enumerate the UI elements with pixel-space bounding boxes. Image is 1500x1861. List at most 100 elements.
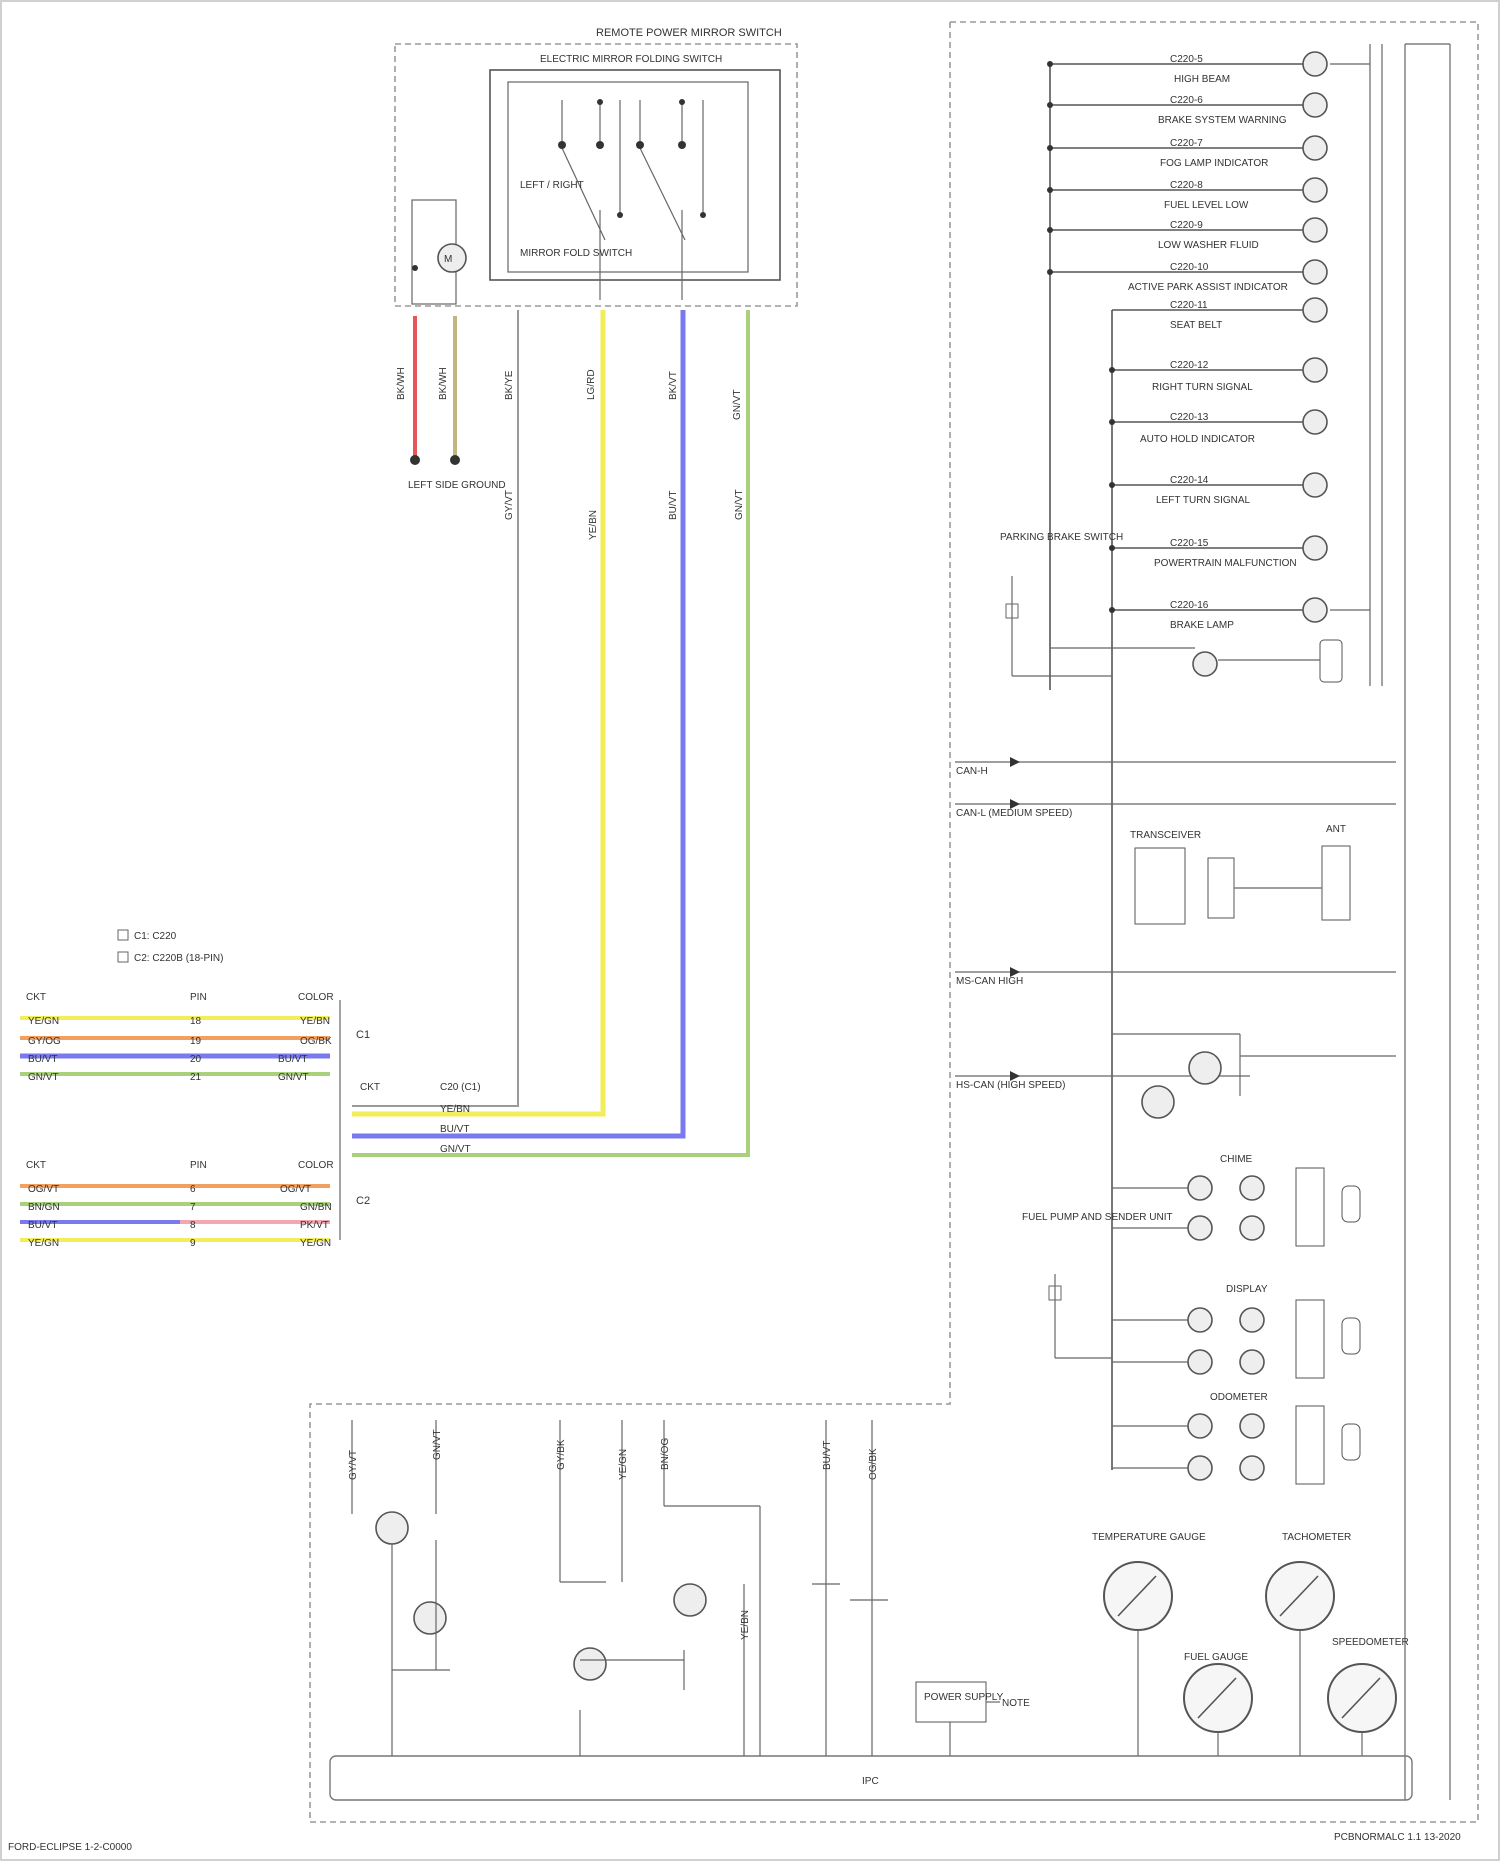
indicator-group-chime: CHIME (1112, 1154, 1360, 1246)
svg-text:PARKING BRAKE SWITCH: PARKING BRAKE SWITCH (1000, 532, 1123, 543)
connector-table-2: CKT PIN COLOR OG/VT 6 OG/VT BN/GN 7 GN/B… (20, 1160, 370, 1249)
svg-text:6: 6 (190, 1184, 196, 1195)
svg-text:FUEL LEVEL LOW: FUEL LEVEL LOW (1164, 200, 1249, 211)
fuel-sender: FUEL PUMP AND SENDER UNIT (1022, 1212, 1173, 1358)
lamp-row: C220-12 RIGHT TURN SIGNAL (1109, 358, 1327, 393)
transceiver-box (1135, 848, 1185, 924)
svg-text:CAN-H: CAN-H (956, 766, 988, 777)
svg-text:YE/BN: YE/BN (588, 510, 599, 540)
switch-subtitle: ELECTRIC MIRROR FOLDING SWITCH (540, 54, 722, 65)
switch-title: REMOTE POWER MIRROR SWITCH (596, 27, 782, 39)
mirror-switch-module: REMOTE POWER MIRROR SWITCH ELECTRIC MIRR… (395, 27, 797, 306)
svg-text:C2: C220B (18-PIN): C2: C220B (18-PIN) (134, 953, 223, 964)
page-id: FORD-ECLIPSE 1-2-C0000 (8, 1842, 132, 1853)
switch-label-fold: MIRROR FOLD SWITCH (520, 248, 632, 259)
svg-text:GY/BK: GY/BK (556, 1439, 567, 1470)
svg-text:YE/GN: YE/GN (618, 1449, 629, 1480)
svg-text:18: 18 (190, 1016, 202, 1027)
svg-text:C220-16: C220-16 (1170, 600, 1209, 611)
svg-text:GN/VT: GN/VT (432, 1429, 443, 1460)
svg-text:BU/VT: BU/VT (440, 1124, 469, 1135)
svg-text:YE/BN: YE/BN (740, 1610, 751, 1640)
svg-text:C220-13: C220-13 (1170, 412, 1209, 423)
svg-text:ODOMETER: ODOMETER (1210, 1392, 1268, 1403)
ipc-bus-label: IPC (862, 1776, 879, 1787)
svg-text:GY/VT: GY/VT (348, 1450, 359, 1480)
svg-text:LEFT TURN SIGNAL: LEFT TURN SIGNAL (1156, 495, 1251, 506)
svg-text:C220-5: C220-5 (1170, 54, 1203, 65)
svg-text:FUEL PUMP AND SENDER UNIT: FUEL PUMP AND SENDER UNIT (1022, 1212, 1173, 1223)
svg-text:C220-14: C220-14 (1170, 475, 1209, 486)
svg-text:BK/WH: BK/WH (396, 367, 407, 400)
svg-text:BU/VT: BU/VT (28, 1054, 57, 1065)
fuel-gauge: FUEL GAUGE (1184, 1652, 1252, 1756)
svg-text:TEMPERATURE GAUGE: TEMPERATURE GAUGE (1092, 1532, 1206, 1543)
svg-text:C220-7: C220-7 (1170, 138, 1203, 149)
switch-label-lr: LEFT / RIGHT (520, 180, 584, 191)
svg-text:GN/VT: GN/VT (440, 1144, 471, 1155)
lamp-row: C220-16 BRAKE LAMP (1109, 598, 1327, 631)
svg-text:FOG LAMP INDICATOR: FOG LAMP INDICATOR (1160, 158, 1268, 169)
svg-text:20: 20 (190, 1054, 202, 1065)
svg-text:C20 (C1): C20 (C1) (440, 1082, 481, 1093)
main-wires: GY/VT YE/BN BU/VT GN/VT (352, 310, 748, 1155)
svg-text:PIN: PIN (190, 992, 207, 1003)
svg-text:CKT: CKT (26, 1160, 46, 1171)
svg-text:OG/BK: OG/BK (300, 1036, 332, 1047)
svg-text:BU/VT: BU/VT (278, 1054, 307, 1065)
svg-text:YE/BN: YE/BN (440, 1104, 470, 1115)
lamp-row: C220-8 FUEL LEVEL LOW (1047, 178, 1327, 211)
svg-text:PK/VT: PK/VT (300, 1220, 329, 1231)
svg-text:21: 21 (190, 1072, 202, 1083)
svg-text:C220-10: C220-10 (1170, 262, 1209, 273)
svg-text:BRAKE SYSTEM WARNING: BRAKE SYSTEM WARNING (1158, 115, 1287, 126)
cluster-outline (310, 22, 1478, 1822)
svg-text:YE/GN: YE/GN (300, 1238, 331, 1249)
svg-text:DISPLAY: DISPLAY (1226, 1284, 1268, 1295)
svg-text:BK/WH: BK/WH (438, 367, 449, 400)
lamp-row: C220-13 AUTO HOLD INDICATOR (1109, 410, 1327, 445)
svg-text:CKT: CKT (360, 1082, 380, 1093)
lamp-row: C220-10 ACTIVE PARK ASSIST INDICATOR (1047, 260, 1327, 293)
svg-text:8: 8 (190, 1220, 196, 1231)
svg-text:YE/BN: YE/BN (300, 1016, 330, 1027)
svg-text:BK/YE: BK/YE (504, 370, 515, 400)
svg-text:GN/BN: GN/BN (300, 1202, 332, 1213)
svg-text:ACTIVE PARK ASSIST INDICATOR: ACTIVE PARK ASSIST INDICATOR (1128, 282, 1288, 293)
svg-text:SPEEDOMETER: SPEEDOMETER (1332, 1637, 1409, 1648)
lamp-row: C220-11 SEAT BELT (1112, 298, 1327, 331)
lamp-row: C220-9 LOW WASHER FLUID (1047, 218, 1327, 251)
svg-text:CHIME: CHIME (1220, 1154, 1253, 1165)
svg-text:BN/OG: BN/OG (660, 1438, 671, 1470)
lamp-row: C220-5 HIGH BEAM (1047, 52, 1327, 85)
indicator-group-odometer: ODOMETER (1112, 1392, 1360, 1484)
svg-text:BRAKE LAMP: BRAKE LAMP (1170, 620, 1234, 631)
footer-right: PCBNORMALC 1.1 13-2020 (1334, 1832, 1461, 1843)
svg-text:MS-CAN HIGH: MS-CAN HIGH (956, 976, 1023, 987)
svg-text:OG/VT: OG/VT (28, 1184, 59, 1195)
svg-text:BN/GN: BN/GN (28, 1202, 60, 1213)
svg-text:C2: C2 (356, 1195, 370, 1207)
junction-table: CKT C20 (C1) YE/BN BU/VT GN/VT (360, 1082, 481, 1155)
svg-text:C220-6: C220-6 (1170, 95, 1203, 106)
svg-text:19: 19 (190, 1036, 202, 1047)
lamp-row: C220-15 POWERTRAIN MALFUNCTION (1109, 536, 1327, 569)
svg-text:C220-11: C220-11 (1170, 300, 1208, 311)
svg-text:TRANSCEIVER: TRANSCEIVER (1130, 830, 1201, 841)
svg-text:C220-15: C220-15 (1170, 538, 1209, 549)
svg-text:COLOR: COLOR (298, 1160, 334, 1171)
svg-text:C220-12: C220-12 (1170, 360, 1209, 371)
indicator-group-display: DISPLAY (1112, 1284, 1360, 1378)
svg-text:LOW WASHER FLUID: LOW WASHER FLUID (1158, 240, 1259, 251)
legend: C1: C220 C2: C220B (18-PIN) (118, 930, 223, 964)
power-supply: POWER SUPPLY NOTE (916, 1682, 1030, 1756)
ground-wires: LEFT SIDE GROUND (408, 316, 506, 491)
lamp-row: C220-7 FOG LAMP INDICATOR (1047, 136, 1327, 169)
svg-text:BU/VT: BU/VT (28, 1220, 57, 1231)
svg-text:SEAT BELT: SEAT BELT (1170, 320, 1222, 331)
svg-text:ANT: ANT (1326, 824, 1346, 835)
svg-text:PIN: PIN (190, 1160, 207, 1171)
lamp-row: C220-6 BRAKE SYSTEM WARNING (1047, 93, 1327, 126)
svg-text:GN/VT: GN/VT (732, 389, 743, 420)
